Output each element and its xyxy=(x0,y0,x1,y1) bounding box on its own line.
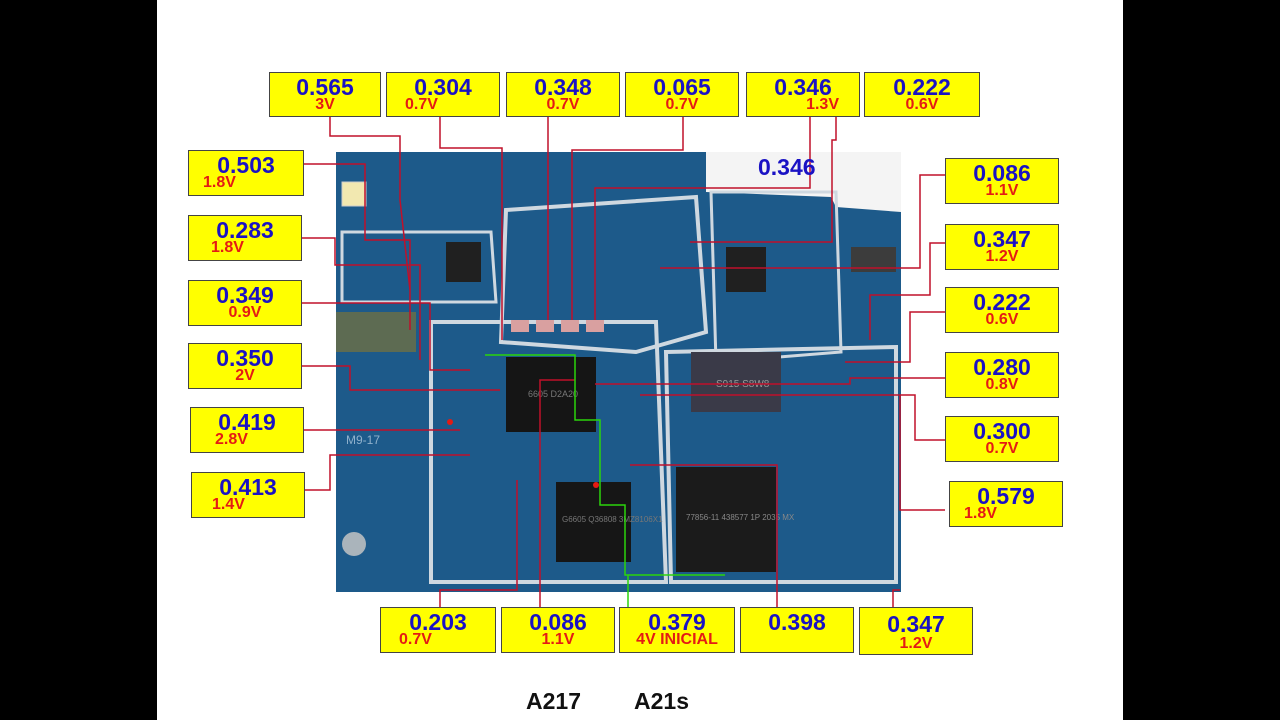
measurement-value: 0.350 xyxy=(216,345,274,371)
voltage-label: 0.347 1.2V xyxy=(945,224,1059,270)
voltage-value: 0.7V xyxy=(985,440,1019,457)
measurement-value: 0.579 xyxy=(977,483,1035,509)
voltage-label: 0.350 2V xyxy=(188,343,302,389)
voltage-value: 1.3V xyxy=(806,96,839,113)
chip-memory-marking: 6605 D2A20 xyxy=(528,389,578,399)
voltage-label: 0.203 0.7V xyxy=(380,607,496,653)
measurement-value: 0.065 xyxy=(653,74,711,100)
voltage-value: 2.8V xyxy=(215,431,248,448)
measurement-value: 0.347 xyxy=(973,226,1031,252)
chip-ram-marking: G6605 Q36808 3MZ8106X1 xyxy=(562,515,663,524)
voltage-label: 0.419 2.8V xyxy=(190,407,304,453)
voltage-label: 0.579 1.8V xyxy=(949,481,1063,527)
voltage-label: 0.283 1.8V xyxy=(188,215,302,261)
voltage-label: 0.222 0.6V xyxy=(945,287,1059,333)
measurement-value: 0.280 xyxy=(973,354,1031,380)
voltage-value: 1.4V xyxy=(212,496,245,513)
model-name-b: A21s xyxy=(634,688,689,714)
voltage-value: 1.8V xyxy=(203,174,236,191)
measurement-value: 0.503 xyxy=(217,152,275,178)
measurement-value: 0.222 xyxy=(893,74,951,100)
voltage-label: 0.304 0.7V xyxy=(386,72,500,117)
capacitor-1 xyxy=(511,320,529,332)
measurement-value: 0.347 xyxy=(887,611,945,637)
flash-led xyxy=(341,181,367,207)
voltage-label: 0.065 0.7V xyxy=(625,72,739,117)
measurement-value: 0.304 xyxy=(414,74,472,100)
model-name-a: A217 xyxy=(526,688,581,714)
voltage-label: 0.086 1.1V xyxy=(945,158,1059,204)
mount-hole xyxy=(342,532,366,556)
voltage-value: 1.8V xyxy=(964,505,997,522)
measurement-value: 0.203 xyxy=(409,609,467,635)
voltage-label: 0.413 1.4V xyxy=(191,472,305,518)
chip-right-top xyxy=(726,247,766,292)
measurement-value: 0.222 xyxy=(973,289,1031,315)
voltage-value: 2V xyxy=(235,367,255,384)
chip-pmic-marking: 77856-11 438577 1P 2035 MX xyxy=(686,513,795,522)
voltage-label: 0.503 1.8V xyxy=(188,150,304,196)
voltage-value: 0.7V xyxy=(399,631,432,648)
voltage-value: 0.7V xyxy=(546,96,580,113)
voltage-value: 0.6V xyxy=(985,311,1019,328)
voltage-label: 0.379 4V INICIAL xyxy=(619,607,735,653)
capacitor-2 xyxy=(536,320,554,332)
measurement-value: 0.346 xyxy=(774,74,832,100)
measurement-value: 0.398 xyxy=(768,609,826,635)
capacitor-4 xyxy=(586,320,604,332)
measurement-value: 0.086 xyxy=(973,160,1031,186)
measurement-value: 0.349 xyxy=(216,282,274,308)
measurement-value: 0.419 xyxy=(218,409,276,435)
voltage-value: 1.1V xyxy=(985,182,1019,199)
measurement-value: 0.300 xyxy=(973,418,1031,444)
measurement-value: 0.565 xyxy=(296,74,354,100)
voltage-label: 0.280 0.8V xyxy=(945,352,1059,398)
voltage-label: 0.347 1.2V xyxy=(859,607,973,655)
voltage-value: 0.6V xyxy=(905,96,939,113)
chip-left-top xyxy=(446,242,481,282)
measurement-value: 0.348 xyxy=(534,74,592,100)
voltage-value: 1.2V xyxy=(985,248,1019,265)
voltage-value: 0.7V xyxy=(405,96,438,113)
voltage-value: 0.7V xyxy=(665,96,699,113)
voltage-value: 3V xyxy=(315,96,335,113)
voltage-label: 0.398 xyxy=(740,607,854,653)
voltage-label: 0.348 0.7V xyxy=(506,72,620,117)
voltage-value: 0.8V xyxy=(985,376,1019,393)
voltage-label: 0.346 1.3V xyxy=(746,72,860,117)
voltage-label: 0.222 0.6V xyxy=(864,72,980,117)
voltage-value: 1.1V xyxy=(541,631,575,648)
voltage-label: 0.300 0.7V xyxy=(945,416,1059,462)
voltage-value: 1.8V xyxy=(211,239,244,256)
measurement-value: 0.283 xyxy=(216,217,274,243)
pcb-board-photo: 6605 D2A20 G6605 Q36808 3MZ8106X1 77856-… xyxy=(336,152,901,592)
connector-left xyxy=(336,312,416,352)
board-overlay-value: 0.346 xyxy=(758,154,816,180)
capacitor-3 xyxy=(561,320,579,332)
board-silkscreen: M9-17 xyxy=(346,433,380,447)
voltage-label: 0.565 3V xyxy=(269,72,381,117)
voltage-value: 4V INICIAL xyxy=(636,631,718,648)
measurement-value: 0.379 xyxy=(648,609,706,635)
measurement-value: 0.086 xyxy=(529,609,587,635)
voltage-value: 0.9V xyxy=(228,304,262,321)
connector-right xyxy=(851,247,896,272)
voltage-value: 1.2V xyxy=(899,635,933,652)
voltage-label: 0.086 1.1V xyxy=(501,607,615,653)
measurement-value: 0.413 xyxy=(219,474,277,500)
chip-cpu-marking: S915 S8W8 xyxy=(716,379,770,390)
voltage-label: 0.349 0.9V xyxy=(188,280,302,326)
